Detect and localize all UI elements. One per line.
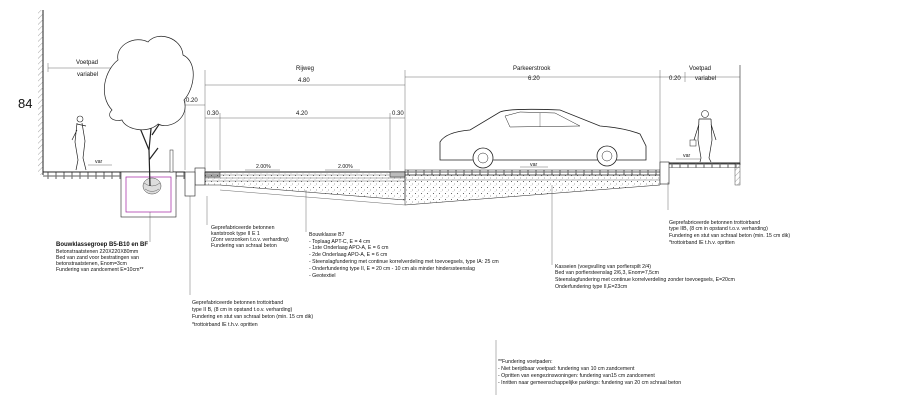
trottoir-left-note-line: Geprefabriceerde betonnen trottoirband [192,300,283,306]
kantstrook-note-line: (Zonr verzonken t.o.v. verharding) [211,237,289,243]
right-footpath [659,161,741,186]
direction-right: var [683,153,690,159]
trottoir-left-note-line: Fundering en stut van schraal beton (min… [192,314,313,320]
bollard [169,149,174,173]
footnote-line: - Niet berijdbaar voetpad: fundering van… [498,366,635,372]
direction-left: var [95,159,102,165]
edge-right-dimension-b: 0.30 [392,111,404,117]
footnote-line: - Inritten naar gemeenschappelijke parki… [498,380,681,386]
tree-pit [120,171,177,218]
voetpad-right-label: Voetpad [689,66,711,72]
footnote-line: - Opritten van eengezinswoningen: funder… [498,373,655,379]
rijweg-section [204,171,406,206]
parkeer-note-line: Onderfundering type II,E=23cm [555,284,627,290]
edge-left-dimension-a: 0.20 [186,98,198,104]
footnote-line: **Fundering voetpaden: [498,359,553,365]
rijweg-inner-dimension: 4.20 [296,111,308,117]
tree-note-line: betonstraatstenen, Enom=3cm [56,261,127,267]
rijweg-note-line: - Steenslagfundering met continue korrel… [309,259,499,265]
parkeer-note-line: Kasseien (voegvulling van porfierspilt 2… [555,264,651,270]
tree-illustration [103,36,194,187]
rijweg-note-line: - 2de Onderlaag APO-A, E = 6 cm [309,252,387,258]
parkeer-note-line: Bed van porfiersteenslag 2/6,3, Enom=7,5… [555,270,659,276]
rijweg-note-line: - Toplaag APT-C, E = 4 cm [309,239,370,245]
pedestrian-left-figure [71,115,87,171]
trottoir-right-note-line: Geprefabriceerde betonnen trottoirband [669,220,760,226]
parkeerstrook-dimension: 6.20 [528,76,540,82]
edge-left-dimension-b: 0.30 [207,111,219,117]
direction-middle: var [530,162,537,168]
footnote-fundering-voetpaden: **Fundering voetpaden: - Niet berijdbaar… [498,359,681,386]
side-number: 84 [18,96,32,111]
rijweg-note-line: - Geotextiel [309,273,336,279]
trottoir-left-note: Geprefabriceerde betonnen trottoirband t… [192,300,313,328]
voetpad-right-edge-dimension: 0.20 [669,76,681,82]
trottoir-left-note-line: type II B, (8 cm in opstand t.o.v. verha… [192,307,293,313]
dimension-lines [47,63,740,170]
trottoir-left-note-line: *trottoirband IE t.h.v. opritten [192,322,258,328]
kantstrook-note-line: Geprefabriceerde betonnen [211,225,275,231]
slope-label-2: 2.00% [338,164,353,170]
trottoir-right-note: Geprefabriceerde betonnen trottoirband t… [669,220,790,246]
kantstrook-note-line: Fundering van schraal beton [211,243,277,249]
left-facade [38,10,44,175]
car-illustration [439,108,647,169]
rijweg-total-dimension: 4.80 [298,78,310,84]
trottoir-right-note-line: type IIB, (8 cm in opstand t.o.v. verhar… [669,226,768,232]
tree-note-line: Betonstraatstenen 220X220X80mm [56,249,138,255]
trottoir-right-note-line: Fundering en stut van schraal beton (min… [669,233,790,239]
rijweg-note-line: Bouwklasse B7 [309,232,345,238]
tree-note-line: Bed van zand voor bestratingen van [56,255,139,261]
pedestrian-right-figure [689,110,717,163]
rijweg-note: Bouwklasse B7 - Toplaag APT-C, E = 4 cm … [309,232,499,279]
rijweg-note-line: - 1ste Onderlaag APO-A, E = 6 cm [309,245,388,251]
parkeer-note: Kasseien (voegvulling van porfierspilt 2… [555,264,735,290]
tree-note: Betonstraatstenen 220X220X80mm Bed van z… [56,249,144,273]
parkeerstrook-label: Parkeerstrook [513,66,551,72]
leader-lines [149,182,669,395]
voetpad-left-label: Voetpad [76,60,98,66]
parkeer-note-line: Steenslagfundering met continue korrelve… [555,277,735,283]
trottoir-right-note-line: *trottoirband IE t.h.v. opritten [669,240,735,246]
voetpad-left-variable: variabel [77,72,98,78]
rijweg-label: Rijweg [296,66,314,72]
voetpad-right-variable: variabel [695,76,716,82]
rijweg-note-line: - Onderfundering type II, E = 20 cm - 10… [309,266,475,272]
parkeerstrook-section [404,169,661,206]
kantstrook-note: Geprefabriceerde betonnen kantstrook typ… [211,225,289,249]
slope-label-1: 2.00% [256,164,271,170]
tree-note-line: Fundering van zandcement E=10cm** [56,267,144,273]
tree-note-title: Bouwklassegroep B5-B10 en BF [56,242,148,248]
kantstrook-note-line: kantstrook type II E 1 [211,231,260,237]
